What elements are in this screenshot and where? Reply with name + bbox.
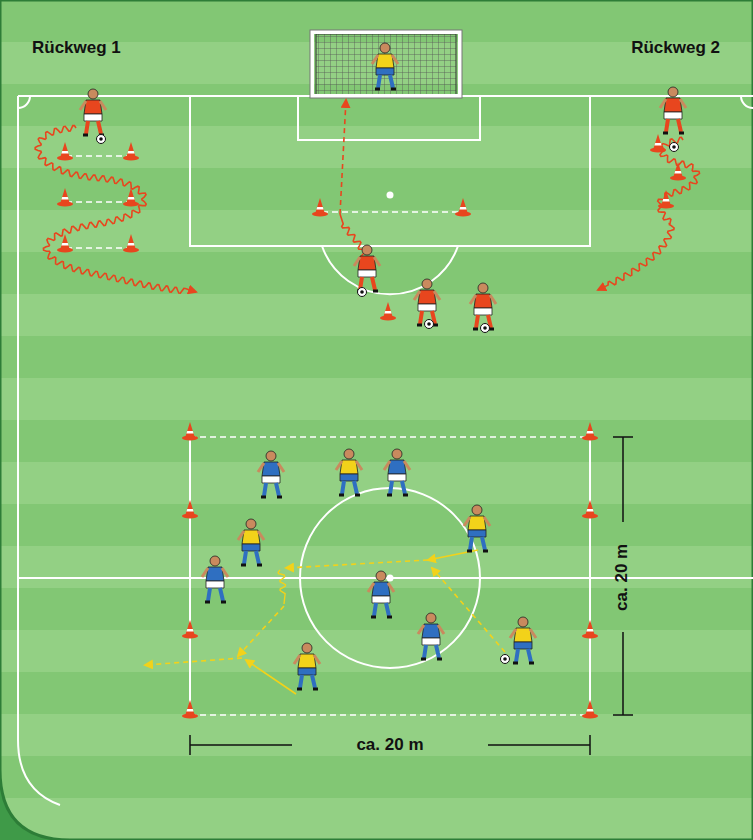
route-label: Rückweg 2 — [631, 39, 720, 58]
route-label: Rückweg 1 — [32, 39, 121, 58]
dribble-path — [35, 126, 196, 294]
dribble-path — [278, 570, 285, 604]
dimension-label: ca. 20 m — [614, 543, 633, 610]
dribble-path — [340, 214, 368, 262]
dimension-label: ca. 20 m — [356, 736, 423, 755]
dribble-path — [598, 137, 700, 290]
